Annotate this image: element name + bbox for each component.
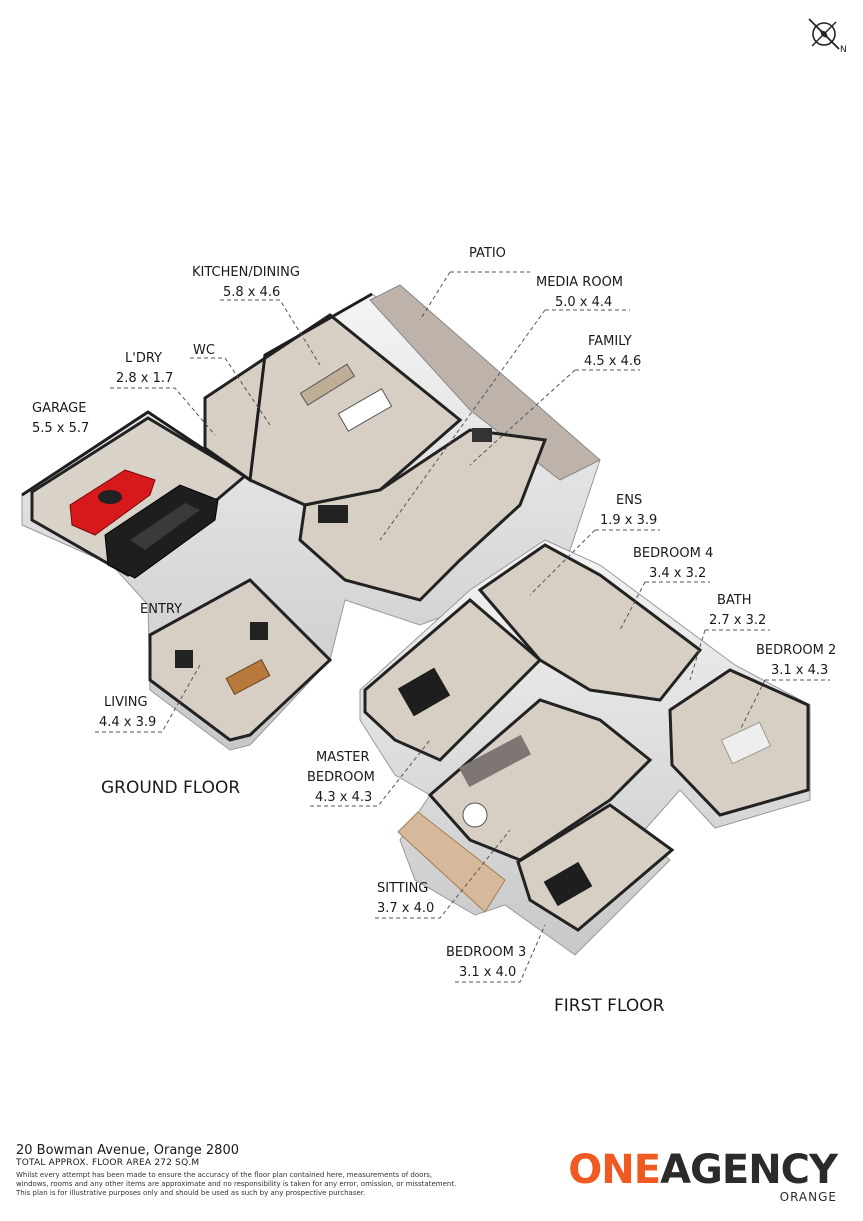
disclaimer-line-3: This plan is for illustrative purposes o… xyxy=(16,1189,366,1197)
label-laundry: L'DRY xyxy=(125,351,162,366)
label-bed2: BEDROOM 2 xyxy=(756,643,836,658)
leader-bed3 xyxy=(455,924,546,983)
label-ens: ENS xyxy=(616,493,642,508)
label-bath: BATH xyxy=(717,593,752,608)
label-media: MEDIA ROOM xyxy=(536,275,623,290)
label-master-2: BEDROOM xyxy=(307,770,375,785)
property-address: 20 Bowman Avenue, Orange 2800 xyxy=(16,1143,239,1158)
size-bed4: 3.4 x 3.2 xyxy=(649,566,706,581)
disclaimer-line-2: windows, rooms and any other items are a… xyxy=(16,1180,457,1188)
size-bath: 2.7 x 3.2 xyxy=(709,613,766,628)
ensuite-bed4-floor xyxy=(477,543,703,702)
family-tv-icon xyxy=(472,428,492,442)
leader-patio xyxy=(419,271,530,321)
leader-media xyxy=(379,309,630,541)
size-laundry: 2.8 x 1.7 xyxy=(116,371,173,386)
disclaimer: Whilst every attempt has been made to en… xyxy=(16,1171,576,1198)
size-bed2: 3.1 x 4.3 xyxy=(771,663,828,678)
label-bed4: BEDROOM 4 xyxy=(633,546,713,561)
label-garage: GARAGE xyxy=(32,401,86,416)
red-car-icon xyxy=(69,469,156,536)
master-bedroom-floor xyxy=(363,598,543,762)
armchair-icon-2 xyxy=(250,622,268,640)
size-ens: 1.9 x 3.9 xyxy=(600,513,657,528)
size-sitting: 3.7 x 4.0 xyxy=(377,901,434,916)
leader-living xyxy=(95,664,201,733)
first-floor-plan xyxy=(359,539,811,956)
media-tv-icon xyxy=(318,505,348,523)
kitchen-island-icon xyxy=(299,363,356,406)
bedroom2-bed-icon xyxy=(720,721,772,765)
leader-bed4 xyxy=(619,581,710,631)
label-entry: ENTRY xyxy=(140,602,182,617)
label-kitchen: KITCHEN/DINING xyxy=(192,265,300,280)
dining-table-icon xyxy=(337,388,393,432)
living-table-icon xyxy=(225,658,271,696)
leader-bed2 xyxy=(739,679,830,731)
leader-laundry xyxy=(110,387,216,436)
leader-master xyxy=(310,739,431,807)
label-sitting: SITTING xyxy=(377,881,428,896)
brand-one: ONE xyxy=(568,1147,661,1193)
leader-kitchen xyxy=(220,299,321,366)
sofa-icon xyxy=(458,734,532,788)
brand-agency: AGENCY xyxy=(660,1147,838,1193)
brand-wordmark: ONEAGENCY xyxy=(568,1147,838,1193)
compass-icon xyxy=(808,18,840,50)
media-family-floor xyxy=(298,428,548,602)
label-patio: PATIO xyxy=(469,246,506,261)
ground-floor-title: GROUND FLOOR xyxy=(101,778,240,798)
leader-bath xyxy=(689,629,770,681)
patio-deck xyxy=(369,284,601,481)
footer-info: 20 Bowman Avenue, Orange 2800 TOTAL APPR… xyxy=(16,1143,576,1198)
label-bed3: BEDROOM 3 xyxy=(446,945,526,960)
total-floor-area: TOTAL APPROX. FLOOR AREA 272 SQ.M xyxy=(16,1158,200,1168)
armchair-icon xyxy=(175,650,193,668)
label-master: MASTER xyxy=(316,750,370,765)
leader-wc xyxy=(190,357,271,426)
label-wc: WC xyxy=(193,343,215,358)
leader-ens xyxy=(529,529,660,596)
size-media: 5.0 x 4.4 xyxy=(555,295,612,310)
balcony-deck xyxy=(397,811,506,913)
size-bed3: 3.1 x 4.0 xyxy=(459,965,516,980)
size-living: 4.4 x 3.9 xyxy=(99,715,156,730)
living-floor xyxy=(148,578,333,742)
label-family: FAMILY xyxy=(588,334,632,349)
size-master: 4.3 x 4.3 xyxy=(315,790,372,805)
size-kitchen: 5.8 x 4.6 xyxy=(223,285,280,300)
black-car-icon xyxy=(104,484,219,579)
compass-north-label: N xyxy=(840,45,847,55)
disclaimer-line-1: Whilst every attempt has been made to en… xyxy=(16,1171,433,1179)
round-table-icon xyxy=(462,802,488,828)
size-family: 4.5 x 4.6 xyxy=(584,354,641,369)
bedroom3-bed-icon xyxy=(543,861,593,907)
label-living: LIVING xyxy=(104,695,148,710)
ground-floor-plan xyxy=(21,284,601,751)
brand-location: ORANGE xyxy=(779,1190,837,1204)
leader-sitting xyxy=(375,829,511,919)
size-garage: 5.5 x 5.7 xyxy=(32,421,89,436)
leader-family xyxy=(469,369,640,466)
brand-logo: ONEAGENCY ORANGE xyxy=(568,1147,838,1204)
first-floor-title: FIRST FLOOR xyxy=(554,996,665,1016)
ground-outer-walls xyxy=(21,292,373,497)
master-bed-icon xyxy=(397,667,451,717)
